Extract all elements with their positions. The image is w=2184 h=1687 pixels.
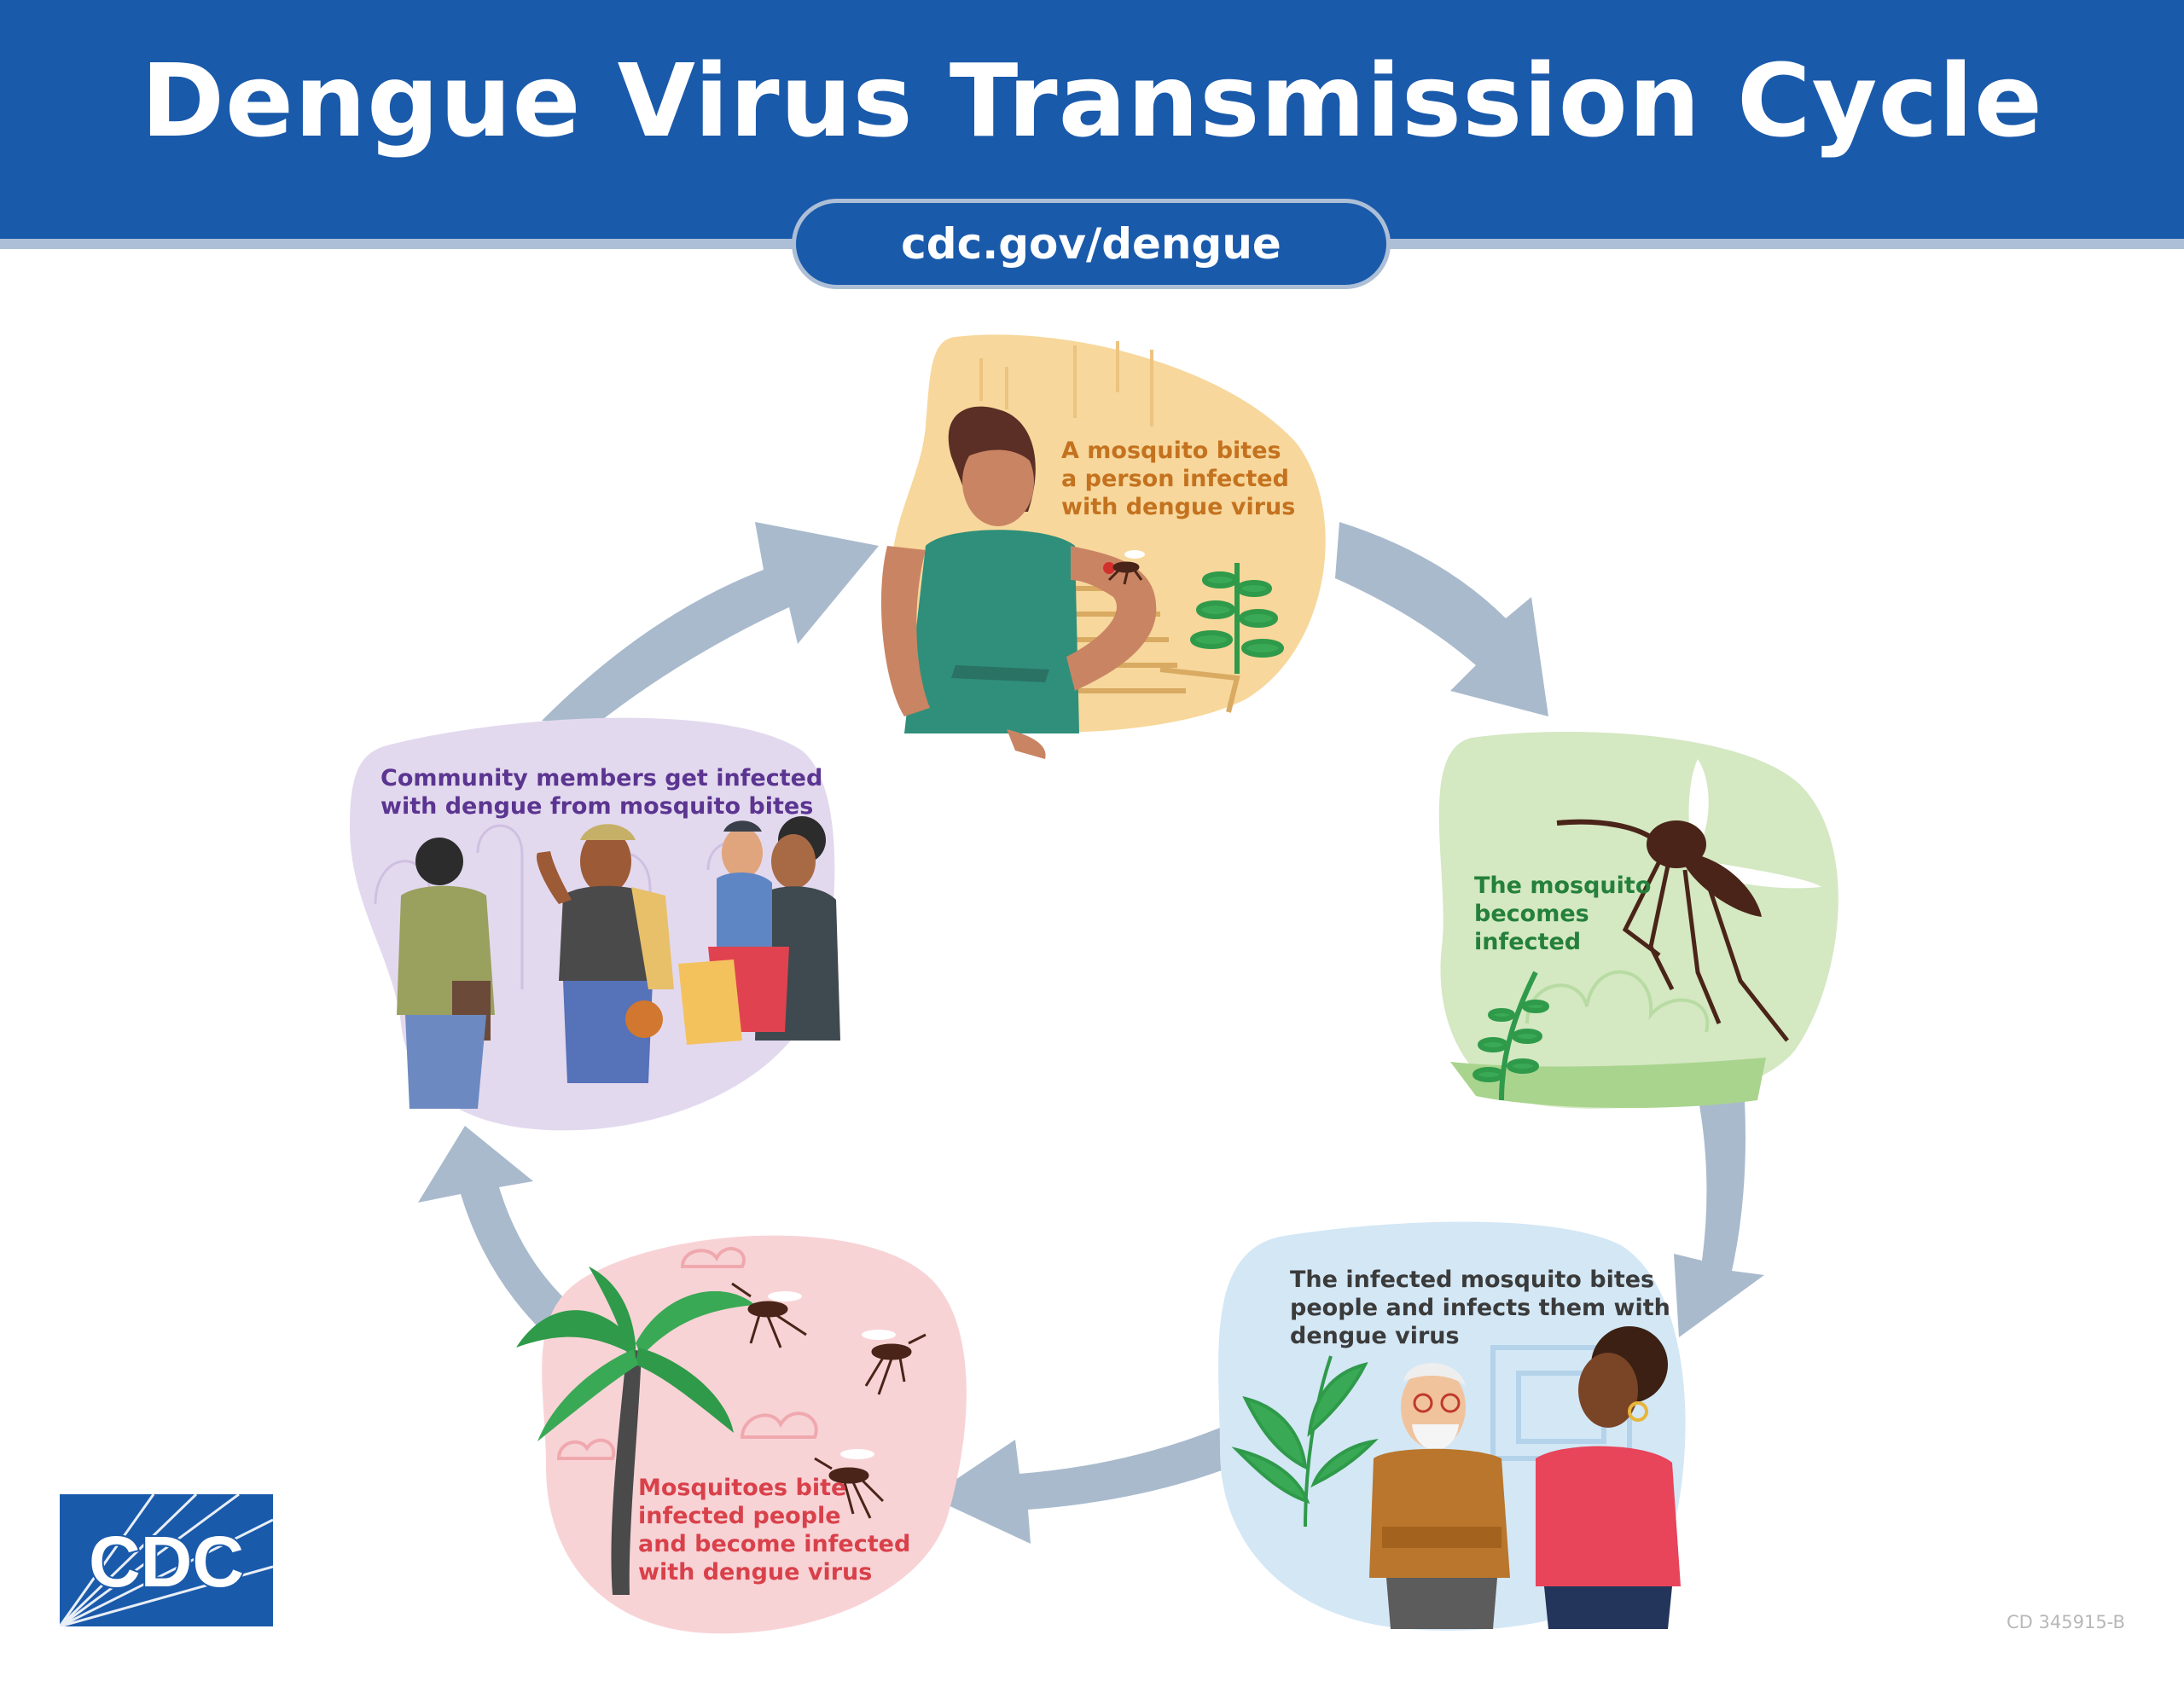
palm-tree-icon	[516, 1267, 755, 1595]
step-2-blob	[1438, 731, 1838, 1109]
crowd-outline	[374, 824, 754, 1023]
fern-icon	[1472, 971, 1549, 1101]
large-mosquito-icon	[1556, 759, 1821, 1042]
step-3-label: The infected mosquito bites people and i…	[1290, 1267, 1670, 1349]
step-1-illustration	[880, 334, 1326, 759]
trademark-mark: ™	[268, 1622, 273, 1631]
mosquito-icon	[1107, 550, 1145, 585]
arrow-step1-to-step2	[1335, 522, 1548, 716]
arrow-step4-to-step5	[418, 1126, 576, 1339]
page-title: Dengue Virus Transmission Cycle	[141, 42, 2043, 159]
step-1-label: A mosquito bites a person infected with …	[1061, 438, 1296, 520]
plant-icon-left	[1231, 1355, 1379, 1528]
step-3-illustration	[1218, 1221, 1686, 1631]
woman-icon	[880, 406, 1157, 759]
step-2-illustration	[1438, 731, 1838, 1109]
step-4-label: Mosquitoes bite infected people and beco…	[638, 1475, 911, 1586]
family-icon	[678, 816, 840, 1045]
bushes-outline	[1525, 970, 1710, 1033]
cycle-arrows	[418, 522, 1764, 1544]
arrow-step2-to-step3	[1674, 1096, 1764, 1337]
step-4-illustration	[516, 1235, 967, 1634]
arrow-step3-to-step4	[930, 1428, 1235, 1544]
url-pill[interactable]: cdc.gov/dengue	[792, 199, 1391, 289]
url-link[interactable]: cdc.gov/dengue	[901, 219, 1281, 269]
step-1-background-lines	[979, 341, 1153, 426]
arrow-step5-to-step1	[542, 522, 879, 725]
person-back-icon	[397, 838, 495, 1109]
person-waving-icon	[537, 824, 674, 1083]
cdc-logo-text: CDC	[89, 1522, 244, 1602]
clouds-outline	[556, 1247, 818, 1460]
plant-icon	[1190, 563, 1284, 674]
cdc-logo[interactable]: CDC ™	[60, 1494, 273, 1631]
mosquitoes-icon	[731, 1282, 926, 1519]
step-5-label: Community members get infected with deng…	[380, 765, 823, 820]
woman-icon-right	[1536, 1326, 1681, 1629]
document-code: CD 345915-B	[2007, 1612, 2125, 1632]
step-2-label: The mosquito becomes infected	[1474, 872, 1652, 955]
step-5-illustration	[350, 717, 840, 1131]
older-man-icon	[1369, 1363, 1510, 1629]
